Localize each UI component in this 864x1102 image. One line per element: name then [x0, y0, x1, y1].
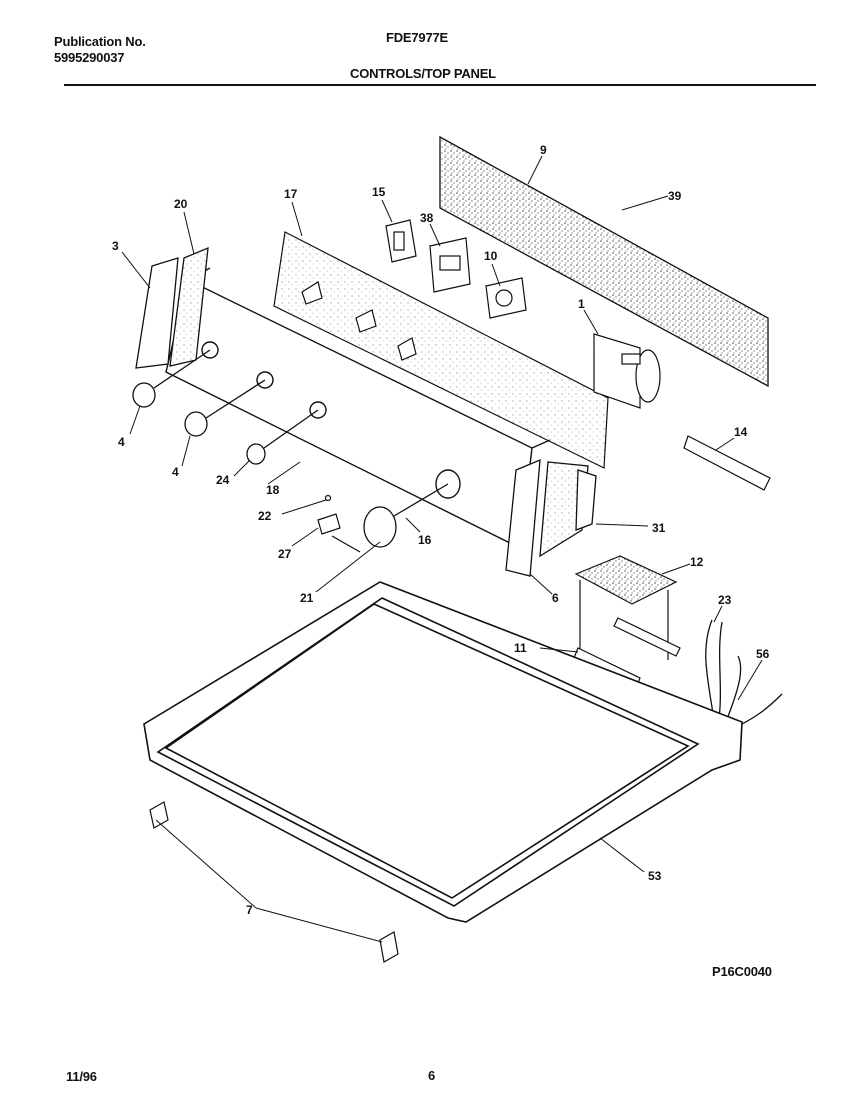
- back-panel: [439, 135, 769, 388]
- callout-38: 38: [420, 211, 434, 225]
- callout-labels: 9 39 17 15 38 10 1 20 3 4 4 24 18 14 22 …: [112, 143, 770, 917]
- knobs: [132, 349, 449, 548]
- header-rule: [64, 84, 816, 86]
- end-cap-left: [135, 246, 209, 369]
- callout-20: 20: [174, 197, 188, 211]
- callout-6: 6: [552, 591, 559, 605]
- timer-module: [593, 333, 661, 409]
- callout-14: 14: [734, 425, 748, 439]
- callout-3: 3: [112, 239, 119, 253]
- callout-53: 53: [648, 869, 662, 883]
- callout-10: 10: [484, 249, 498, 263]
- callout-15: 15: [372, 185, 386, 199]
- callout-24: 24: [216, 473, 230, 487]
- callout-27: 27: [278, 547, 292, 561]
- callout-39: 39: [668, 189, 682, 203]
- model-number: FDE7977E: [386, 30, 448, 45]
- callout-23: 23: [718, 593, 732, 607]
- switch-15: [385, 219, 417, 263]
- switch-10: [485, 277, 527, 319]
- top-lid: [143, 581, 743, 923]
- callout-1: 1: [578, 297, 585, 311]
- hinges: [149, 801, 399, 963]
- page-number: 6: [428, 1068, 436, 1083]
- end-cap-right: [505, 458, 597, 577]
- switch-38: [429, 237, 471, 293]
- callout-22: 22: [258, 509, 272, 523]
- small-parts: [317, 435, 771, 553]
- callout-12: 12: [690, 555, 704, 569]
- callout-16: 16: [418, 533, 432, 547]
- callout-7: 7: [246, 903, 253, 917]
- section-title: CONTROLS/TOP PANEL: [350, 66, 496, 81]
- footer-date: 11/96: [66, 1069, 97, 1084]
- callout-17: 17: [284, 187, 298, 201]
- callout-9: 9: [540, 143, 547, 157]
- callout-11: 11: [514, 641, 527, 655]
- leader-lines: [121, 155, 763, 943]
- control-bracket: [273, 231, 609, 469]
- callout-4a: 4: [118, 435, 125, 449]
- callout-21: 21: [300, 591, 314, 605]
- callout-4b: 4: [172, 465, 179, 479]
- callout-18: 18: [266, 483, 280, 497]
- publication-number: 5995290037: [54, 50, 125, 65]
- figure-code: P16C0040: [712, 964, 772, 979]
- publication-label: Publication No.: [54, 34, 146, 49]
- callout-31: 31: [652, 521, 666, 535]
- callout-56: 56: [756, 647, 770, 661]
